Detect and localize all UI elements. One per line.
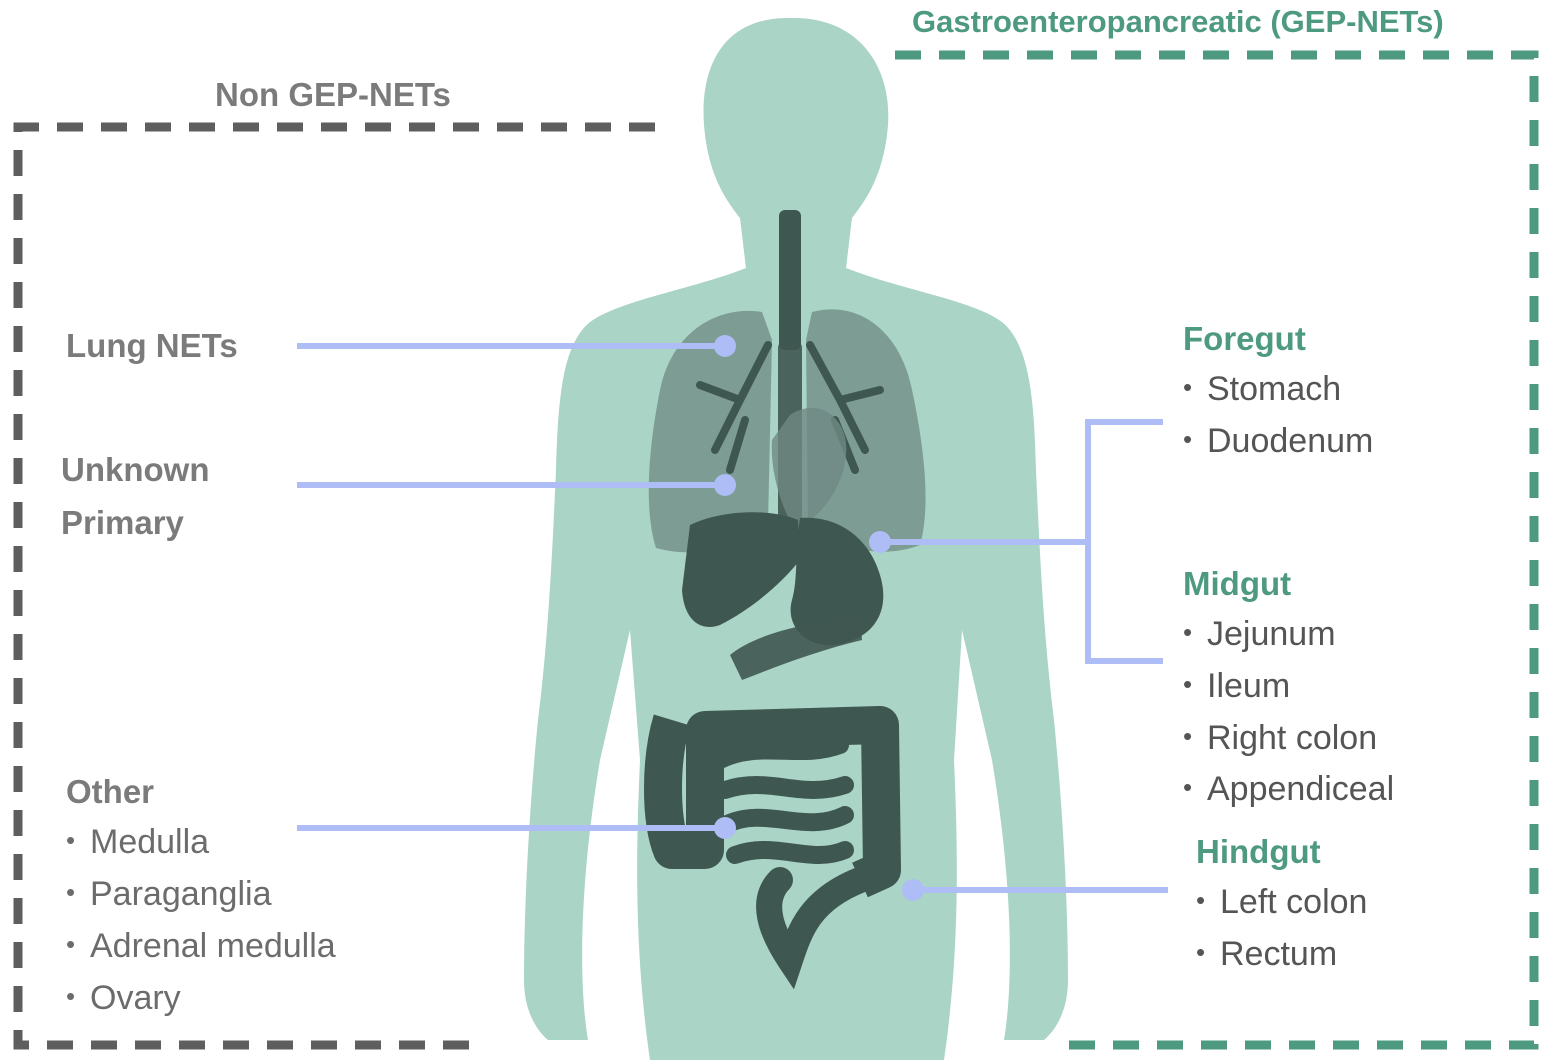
unknown-label: Unknown — [61, 453, 209, 486]
gep-title: Gastroenteropancreatic (GEP-NETs) — [912, 6, 1444, 37]
midgut-item: •Right colon — [1183, 721, 1377, 755]
endpoint-hindgut — [902, 879, 924, 901]
other-item: •Ovary — [66, 981, 181, 1015]
endpoint-lung — [714, 335, 736, 357]
primary-label: Primary — [61, 506, 184, 539]
foregut-title: Foregut — [1183, 322, 1306, 355]
non-gep-title: Non GEP-NETs — [215, 78, 451, 111]
midgut-item: •Jejunum — [1183, 617, 1336, 651]
other-title: Other — [66, 775, 154, 808]
other-item: •Paraganglia — [66, 877, 271, 911]
endpoint-unknown — [714, 474, 736, 496]
midgut-item: •Appendiceal — [1183, 772, 1394, 806]
hindgut-title: Hindgut — [1196, 835, 1321, 868]
other-item: •Medulla — [66, 825, 209, 859]
foregut-item: •Stomach — [1183, 372, 1341, 406]
lung-nets-label: Lung NETs — [66, 329, 238, 362]
endpoint-gut — [869, 531, 891, 553]
other-item: •Adrenal medulla — [66, 929, 336, 963]
endpoint-other — [714, 817, 736, 839]
hindgut-item: •Left colon — [1196, 885, 1367, 919]
foregut-item: •Duodenum — [1183, 424, 1373, 458]
midgut-item: •Ileum — [1183, 669, 1290, 703]
hindgut-item: •Rectum — [1196, 937, 1337, 971]
midgut-title: Midgut — [1183, 567, 1291, 600]
